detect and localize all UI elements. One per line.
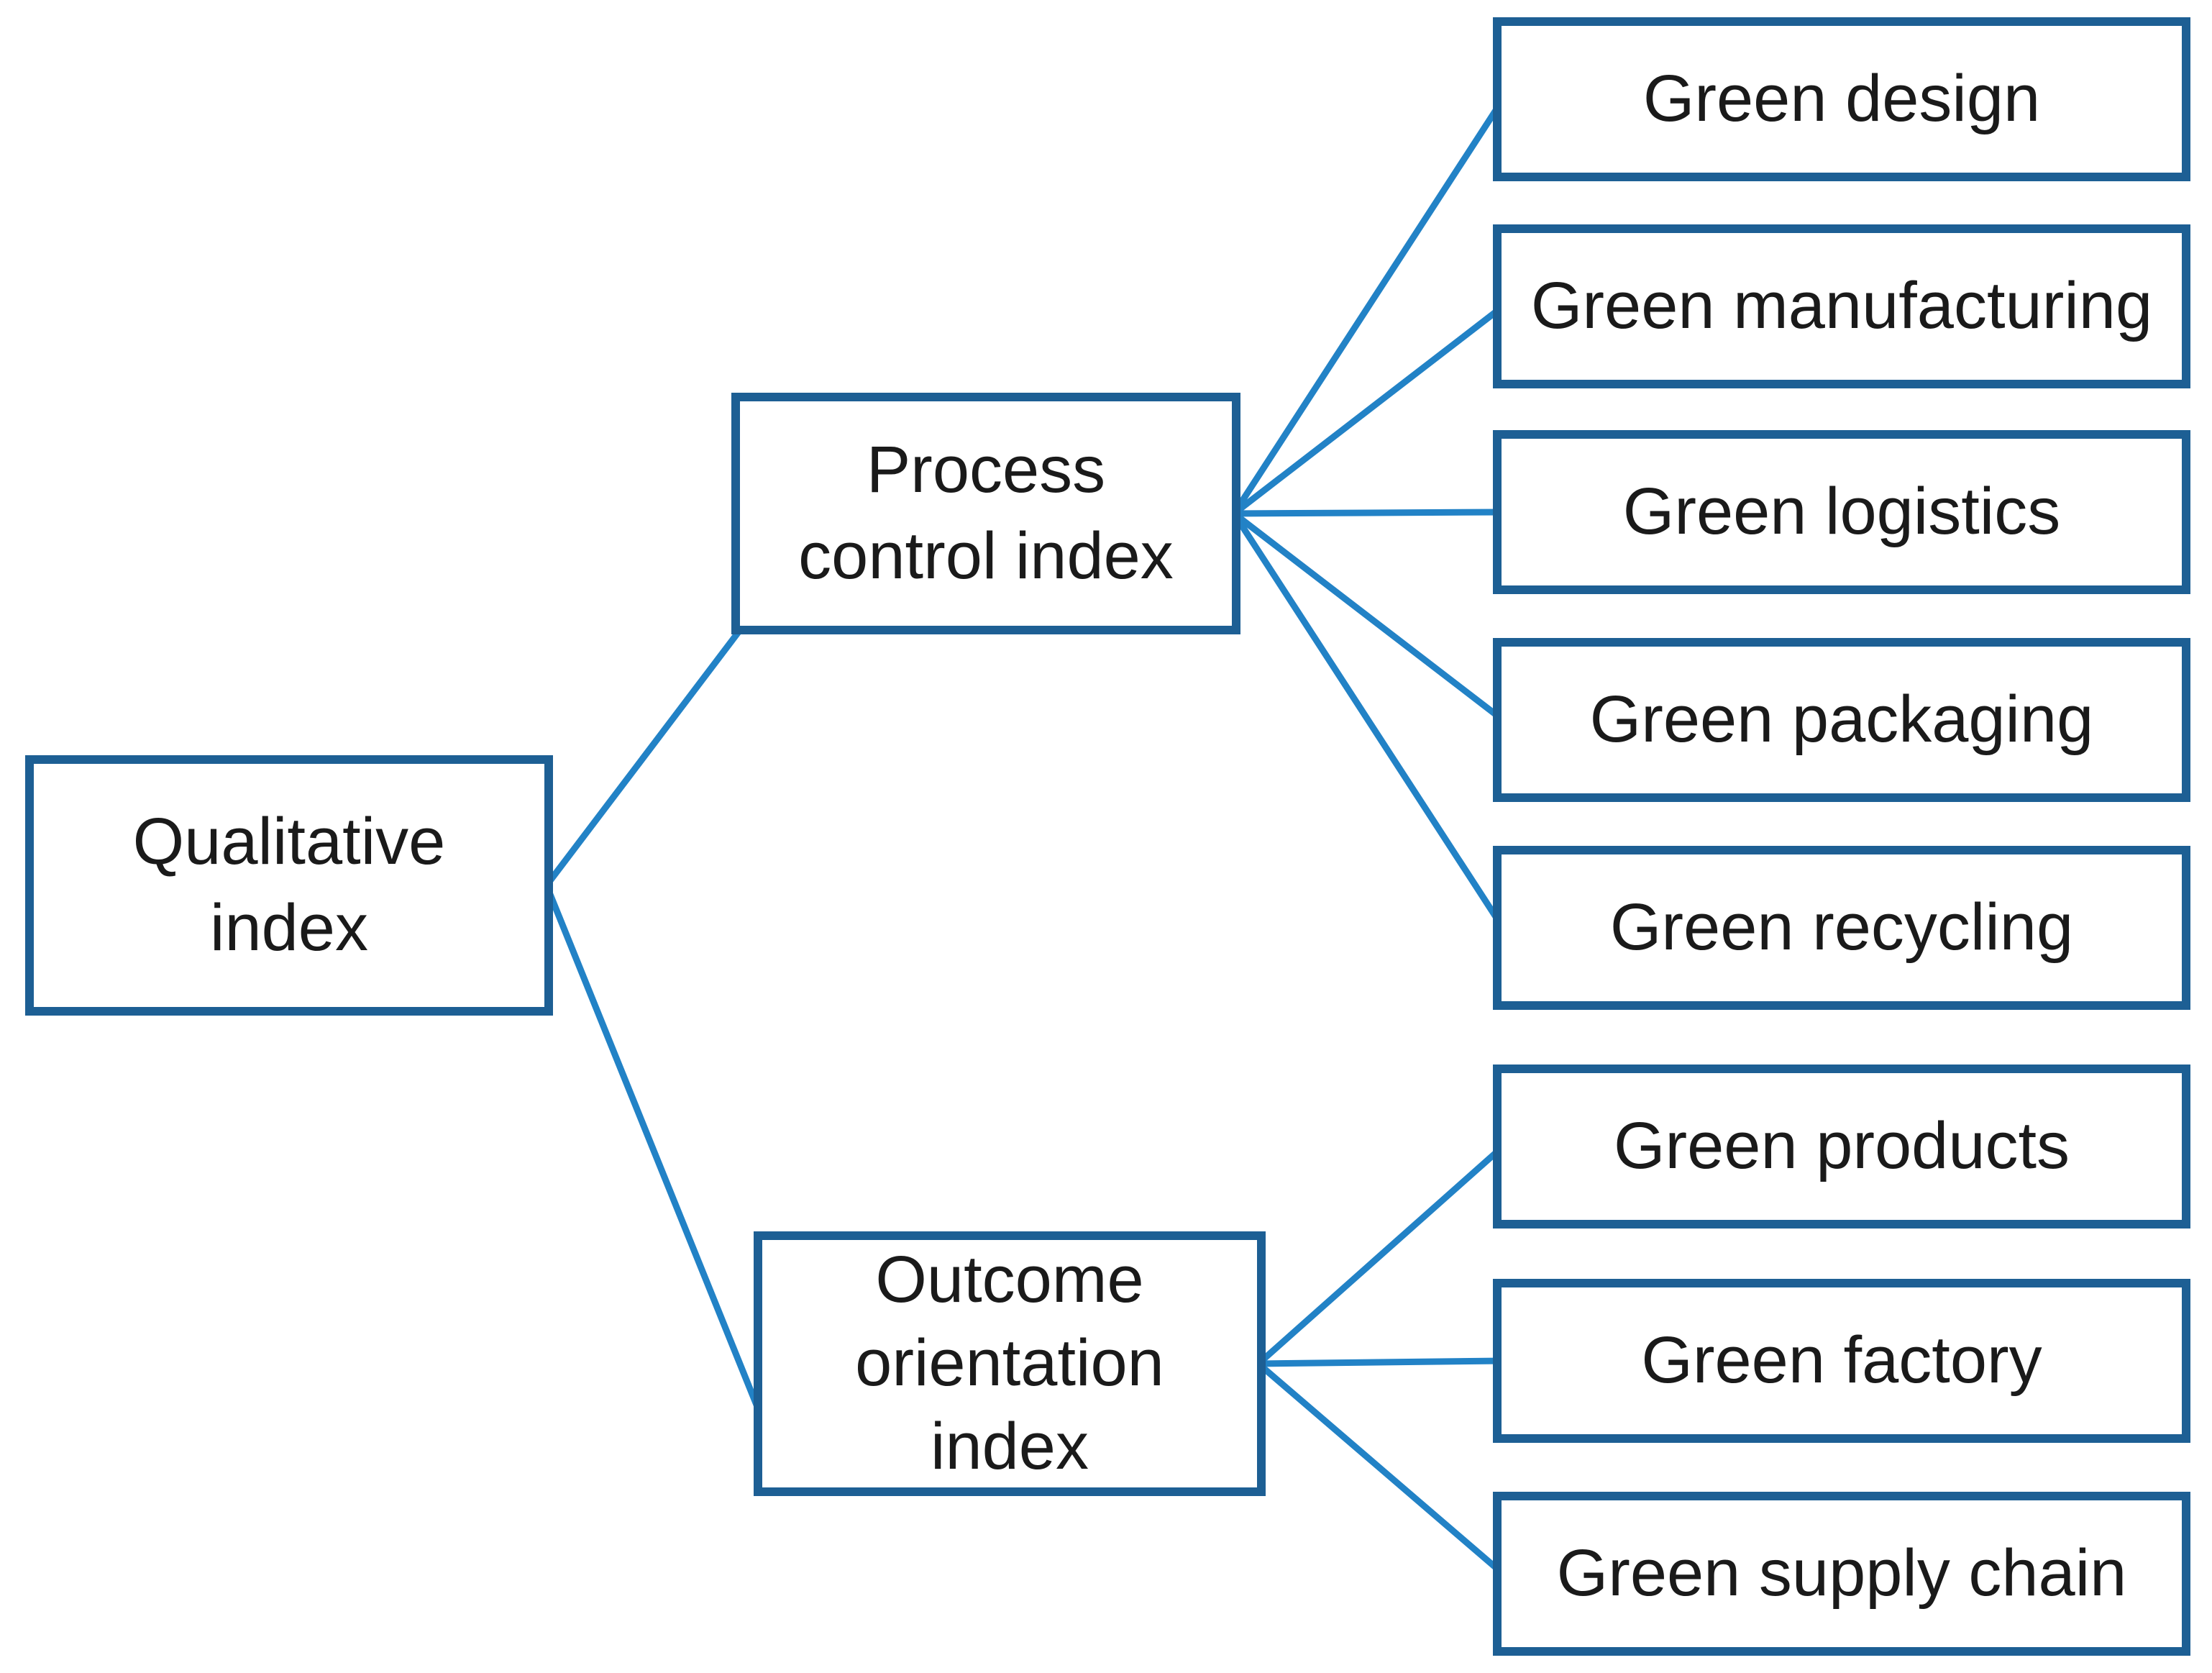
connector-process-to-green-design <box>1231 97 1506 516</box>
node-green-recycling: Green recycling <box>1493 846 2190 1010</box>
node-process-control-index-label: Process control index <box>798 433 1174 593</box>
node-green-design-label: Green design <box>1642 62 2041 136</box>
node-green-recycling-label: Green recycling <box>1609 890 2074 965</box>
node-qualitative-index-label: Qualitative index <box>132 805 446 965</box>
node-green-design: Green design <box>1493 17 2190 181</box>
node-green-packaging: Green packaging <box>1493 638 2190 802</box>
connector-root-to-outcome <box>543 884 767 1424</box>
node-outcome-orientation-index-label: Outcome orientation index <box>855 1243 1164 1483</box>
node-green-factory: Green factory <box>1493 1279 2190 1443</box>
node-green-products: Green products <box>1493 1065 2190 1228</box>
connector-outcome-to-green-supply-chain <box>1256 1361 1505 1577</box>
connector-process-to-green-recycling <box>1231 511 1506 930</box>
node-green-supply-chain: Green supply chain <box>1493 1492 2190 1656</box>
connector-outcome-to-green-factory <box>1258 1357 1504 1367</box>
node-green-supply-chain-label: Green supply chain <box>1556 1536 2127 1610</box>
node-process-control-index: Process control index <box>731 393 1240 634</box>
node-green-products-label: Green products <box>1613 1109 2070 1183</box>
connector-root-to-process <box>544 625 745 888</box>
connector-process-to-green-manufacturing <box>1232 304 1505 516</box>
connector-process-to-green-packaging <box>1232 511 1505 723</box>
node-outcome-orientation-index: Outcome orientation index <box>754 1231 1266 1496</box>
connector-process-to-green-logistics <box>1233 509 1504 517</box>
node-green-logistics: Green logistics <box>1493 430 2190 594</box>
node-green-manufacturing: Green manufacturing <box>1493 224 2190 388</box>
node-green-manufacturing-label: Green manufacturing <box>1530 269 2153 343</box>
node-green-packaging-label: Green packaging <box>1589 683 2094 757</box>
node-qualitative-index: Qualitative index <box>25 755 553 1016</box>
connector-outcome-to-green-products <box>1256 1144 1505 1367</box>
node-green-logistics-label: Green logistics <box>1622 475 2061 549</box>
node-green-factory-label: Green factory <box>1641 1323 2042 1398</box>
